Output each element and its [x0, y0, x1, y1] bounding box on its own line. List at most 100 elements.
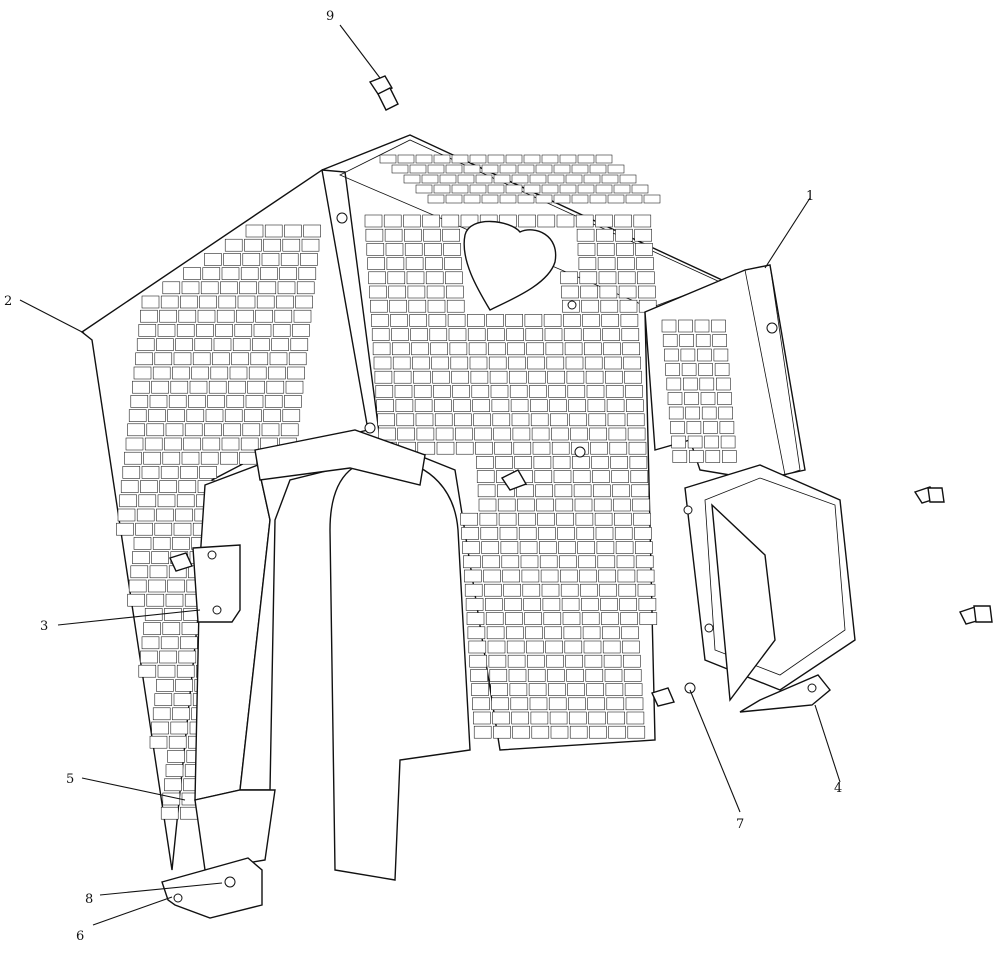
mesh-cell [522, 583, 541, 597]
mesh-cell [554, 484, 573, 498]
mesh-cell [127, 593, 145, 607]
mesh-cell [296, 281, 315, 295]
mesh-cell [261, 253, 280, 266]
mesh-cell [164, 608, 182, 621]
mesh-cell [626, 711, 645, 725]
mesh-cell [205, 409, 224, 422]
mesh-cell [116, 522, 134, 536]
mesh-cell [180, 806, 198, 820]
mesh-cell [228, 380, 246, 394]
mesh-cell [178, 480, 197, 493]
mesh-cell [151, 721, 169, 735]
mesh-cell [621, 328, 640, 341]
mesh-cell [542, 598, 561, 611]
mesh-cell [234, 324, 253, 337]
mesh-cell [625, 194, 643, 204]
mesh-cell [666, 377, 682, 391]
mesh-cell [447, 314, 466, 327]
mesh-cell [242, 423, 261, 437]
mesh-cell [451, 154, 469, 164]
mesh-cell [530, 413, 549, 427]
tab-4 [739, 674, 831, 713]
mesh-cell [694, 319, 710, 333]
mesh-cell [499, 164, 517, 174]
mesh-cell [369, 285, 387, 299]
mesh-cell [415, 154, 433, 164]
mesh-cell [605, 370, 623, 384]
mesh-cell [584, 356, 603, 370]
mesh-cell [277, 281, 296, 295]
mesh-cell [117, 508, 136, 522]
mesh-cell [506, 640, 525, 654]
mesh-cell [160, 806, 179, 820]
mesh-cell [425, 271, 444, 285]
mesh-cell [565, 174, 583, 184]
mesh-cell [623, 669, 642, 682]
mesh-cell [272, 324, 291, 337]
mesh-cell [303, 224, 321, 238]
mesh-cell [549, 399, 567, 412]
mesh-cell [589, 164, 607, 174]
mesh-cell [548, 683, 566, 696]
mesh-cell [505, 154, 523, 164]
mesh-cell [245, 395, 264, 408]
mesh-cell [489, 669, 508, 682]
mesh-cell [248, 366, 267, 380]
mesh-cell [607, 711, 625, 725]
mesh-cell [264, 224, 283, 238]
mesh-cell [462, 541, 480, 554]
mesh-cell [413, 385, 432, 398]
mesh-cell [408, 299, 427, 313]
mount-hole [567, 300, 577, 310]
mesh-cell [391, 328, 409, 341]
mesh-cell [434, 399, 452, 412]
mesh-cell [199, 295, 217, 309]
mesh-cell [162, 622, 181, 635]
mesh-cell [445, 271, 463, 285]
mesh-cell [671, 435, 686, 449]
mesh-cell [536, 498, 554, 512]
mesh-cell [580, 285, 598, 299]
mesh-cell [700, 392, 716, 405]
mesh-cell [453, 399, 471, 412]
mesh-cell [523, 184, 541, 194]
mesh-cell [599, 583, 617, 597]
mesh-cell [559, 555, 577, 569]
mesh-cell [371, 314, 389, 327]
mesh-cell [284, 395, 302, 408]
mesh-cell [282, 409, 301, 422]
leader-5 [81, 777, 186, 801]
mesh-cell [548, 697, 567, 711]
mesh-cell [473, 711, 491, 725]
mesh-cell [525, 626, 543, 640]
mesh-cell [443, 243, 461, 256]
mesh-cell [505, 184, 523, 194]
mesh-cell [170, 721, 189, 735]
leader-7 [689, 689, 741, 813]
mesh-cell [488, 342, 506, 356]
mesh-cell [599, 285, 618, 299]
mesh-cell [487, 184, 505, 194]
mesh-cell [172, 366, 190, 380]
mesh-cell [393, 370, 412, 384]
mesh-cell [596, 243, 615, 256]
mesh-cell [176, 324, 195, 337]
mesh-cell [543, 314, 562, 327]
mesh-cell [518, 527, 537, 540]
mesh-cell [569, 711, 587, 725]
mesh-cell [574, 498, 593, 512]
mesh-cell [494, 441, 512, 455]
mesh-cell [493, 427, 511, 441]
mesh-cell [668, 406, 684, 420]
mesh-cell [428, 314, 447, 327]
mesh-cell [156, 508, 174, 522]
mesh-cell [298, 267, 317, 280]
mesh-cell [722, 450, 737, 463]
mesh-cell [529, 385, 547, 398]
mesh-cell [463, 194, 481, 204]
mesh-cell [207, 395, 225, 408]
mesh-cell [157, 324, 176, 337]
mesh-cell [704, 435, 719, 449]
mesh-cell [263, 409, 281, 422]
mesh-cell [632, 498, 650, 512]
